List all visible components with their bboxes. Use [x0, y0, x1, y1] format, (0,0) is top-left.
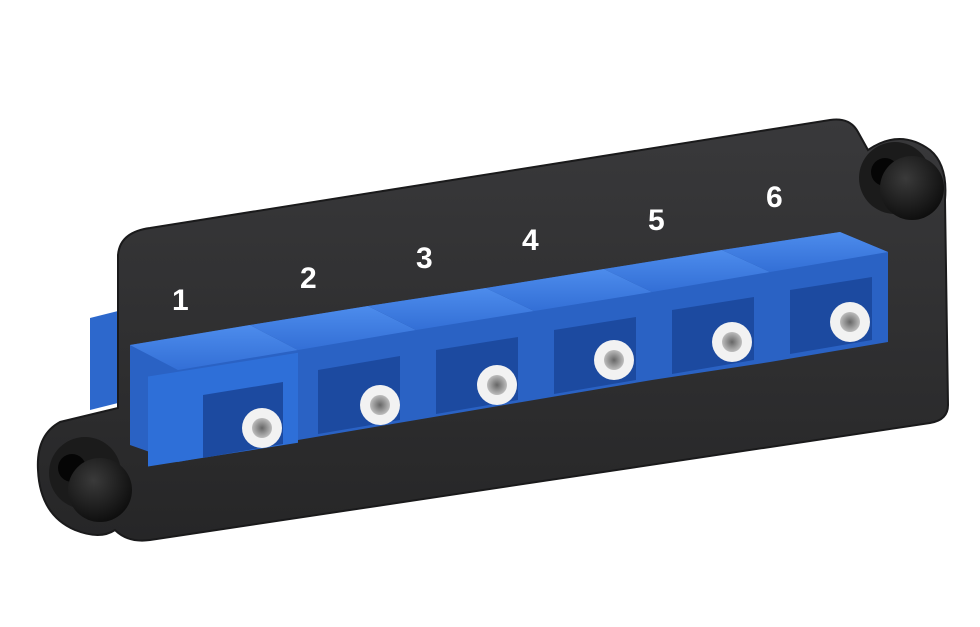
port-label-6: 6 [766, 181, 783, 214]
sc-adapter-port-2[interactable] [250, 306, 416, 440]
port-label-1: 1 [172, 284, 189, 317]
sc-adapter-port-5[interactable] [604, 250, 770, 380]
port-label-5: 5 [648, 204, 665, 237]
push-pin-fastener-top-right[interactable] [859, 142, 944, 220]
sc-adapter-port-1[interactable] [130, 325, 298, 467]
port-label-4: 4 [522, 224, 539, 257]
push-pin-fastener-bottom-left[interactable] [49, 437, 132, 522]
port-label-2: 2 [300, 262, 317, 295]
sc-adapter-port-4[interactable] [486, 269, 652, 400]
port-label-3: 3 [416, 242, 433, 275]
sc-adapter-port-3[interactable] [368, 288, 534, 420]
sc-adapter-port-6[interactable] [722, 232, 888, 362]
